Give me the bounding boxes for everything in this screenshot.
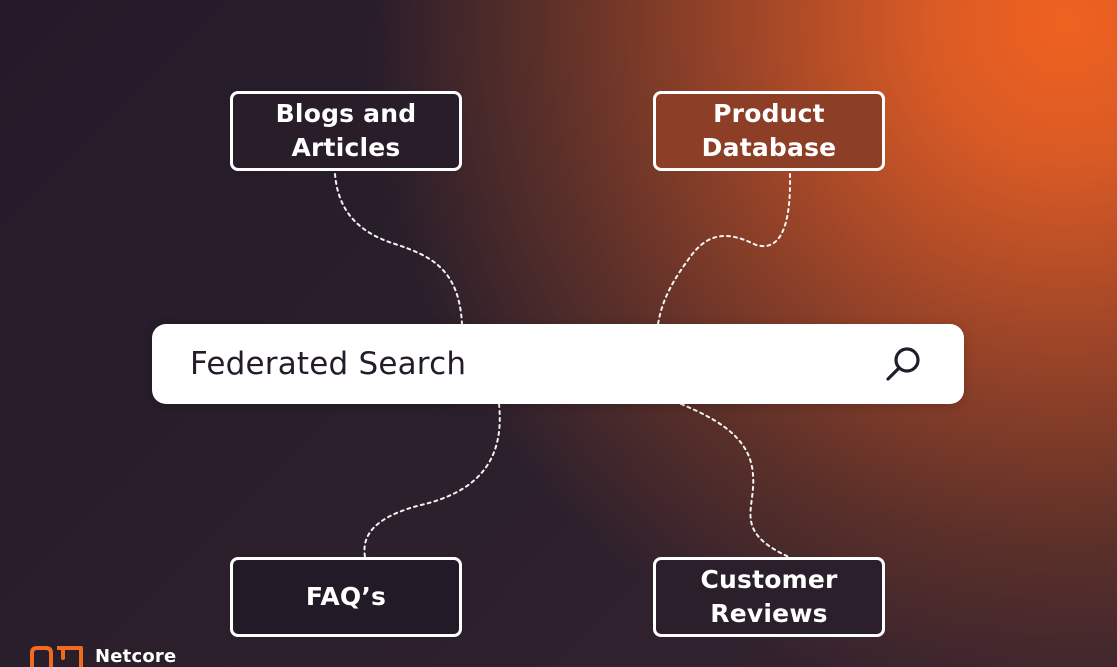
product-database-box: Product Database	[653, 91, 885, 171]
search-bar-label: Federated Search	[190, 346, 467, 382]
federated-search-bar[interactable]: Federated Search	[152, 324, 964, 404]
customer-reviews-box: Customer Reviews	[653, 557, 885, 637]
connector-search-to-faqs	[363, 403, 501, 558]
search-icon[interactable]	[882, 342, 926, 386]
netcore-logo: Netcore	[30, 646, 190, 667]
netcore-logo-text: Netcore	[95, 646, 177, 667]
faqs-box: FAQ’s	[230, 557, 462, 637]
netcore-logo-mark	[30, 646, 83, 667]
blogs-and-articles-box: Blogs and Articles	[230, 91, 462, 171]
connector-search-to-reviews	[680, 403, 790, 558]
connector-blogs-to-search	[334, 173, 463, 325]
connector-product-to-search	[657, 173, 792, 325]
